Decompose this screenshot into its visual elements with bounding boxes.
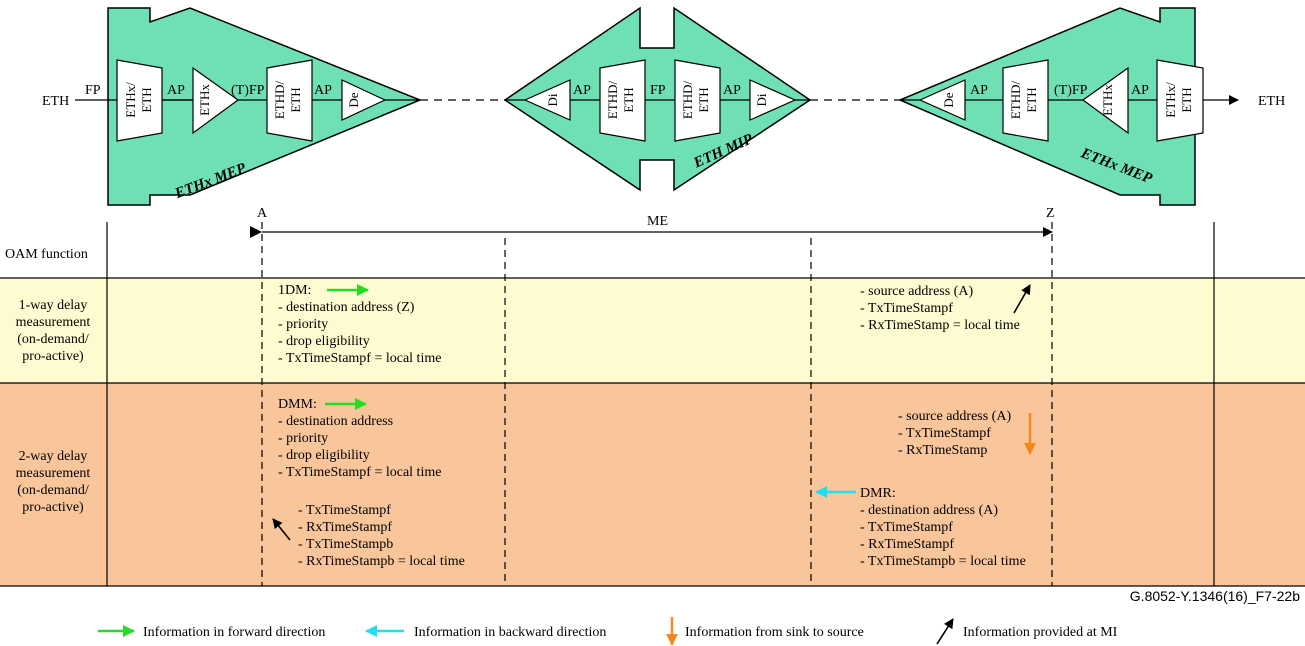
ap-label: AP xyxy=(167,83,185,98)
oam-function-header: OAM function xyxy=(5,247,88,262)
dmr-line: - destination address (A) xyxy=(860,503,998,518)
ap-label: AP xyxy=(1131,83,1149,98)
ethd-eth-adaptation-block-left xyxy=(266,59,313,142)
fp-mip-label: FP xyxy=(650,83,666,98)
dmr-sink-line: - TxTimeStampb xyxy=(298,537,393,552)
block-label: ETH xyxy=(621,87,636,112)
ethx-eth-adaptation-block-left xyxy=(116,59,163,142)
dmm-sink-line: - source address (A) xyxy=(898,409,1011,424)
mi-arrow-icon xyxy=(272,518,291,541)
block-label: ETHD/ xyxy=(272,80,287,119)
block-label: De xyxy=(346,92,361,107)
ethd-eth-block-mip-right xyxy=(674,59,721,142)
block-label: ETHx/ xyxy=(1163,82,1178,118)
dmr-title: DMR: xyxy=(860,486,896,501)
block-label: ETH xyxy=(288,87,303,112)
ap-label: AP xyxy=(573,83,591,98)
legend-mi-label: Information provided at MI xyxy=(963,625,1118,640)
dmm-title: DMM: xyxy=(278,397,317,412)
block-label: De xyxy=(941,92,956,107)
tfp-label: (T)FP xyxy=(1054,83,1088,98)
dmm-line: - drop eligibility xyxy=(278,448,370,463)
block-label: ETH xyxy=(1179,87,1194,112)
figure-reference: G.8052-Y.1346(16)_F7-22b xyxy=(1130,588,1300,604)
1dm-sink-line: - source address (A) xyxy=(860,284,973,299)
ethd-eth-adaptation-block-right xyxy=(1002,59,1049,142)
me-label: ME xyxy=(647,214,668,229)
row-2way-label-line: measurement xyxy=(16,466,91,481)
ap-label: AP xyxy=(970,83,988,98)
dmm-line: - priority xyxy=(278,431,328,446)
block-label: ETHD/ xyxy=(680,80,695,119)
dmr-sink-line: - RxTimeStampb = local time xyxy=(298,554,465,569)
eth-right-label: ETH xyxy=(1258,94,1285,109)
1dm-line: - drop eligibility xyxy=(278,334,370,349)
block-label: Di xyxy=(545,93,560,106)
row-2way-label-line: 2-way delay xyxy=(19,449,88,464)
dmm-line: - destination address xyxy=(278,414,393,429)
di-block-mip-right xyxy=(749,79,797,121)
legend-backward-label: Information in backward direction xyxy=(414,625,606,640)
ethd-eth-block-mip-left xyxy=(599,59,646,142)
row-1way-label-line: measurement xyxy=(16,315,91,330)
row-2way-label-line: (on-demand/ xyxy=(17,483,89,498)
1dm-sink-line: - RxTimeStamp = local time xyxy=(860,318,1020,333)
row-1way-label-line: (on-demand/ xyxy=(17,332,89,347)
1dm-line: - TxTimeStampf = local time xyxy=(278,351,441,366)
mi-arrow-icon xyxy=(1013,284,1031,314)
de-block-left xyxy=(341,79,387,121)
tfp-label: (T)FP xyxy=(231,83,265,98)
block-label: Di xyxy=(754,93,769,106)
block-label: ETH xyxy=(696,87,711,112)
row-2way-label-line: pro-active) xyxy=(22,500,84,515)
dmr-line: - RxTimeStampf xyxy=(860,537,954,552)
block-label: ETH xyxy=(139,87,154,112)
row-1way-label-line: 1-way delay xyxy=(19,298,88,313)
row-2way-background xyxy=(0,383,1305,586)
legend-mi-arrow-icon xyxy=(936,618,954,645)
block-label: ETHD/ xyxy=(605,80,620,119)
dmm-sink-line: - RxTimeStamp xyxy=(898,443,987,458)
dmr-line: - TxTimeStampf xyxy=(860,520,953,535)
block-label: ETHx xyxy=(197,84,212,116)
row-1way-background xyxy=(0,278,1305,383)
ethx-termination-block-right xyxy=(1081,66,1129,135)
fp-left-label: FP xyxy=(85,83,101,98)
legend-forward-label: Information in forward direction xyxy=(143,625,325,640)
block-label: ETH xyxy=(1024,87,1039,112)
di-block-mip-left xyxy=(523,79,571,121)
1dm-title: 1DM: xyxy=(278,283,311,298)
eth-left-label: ETH xyxy=(42,94,69,109)
dmr-sink-line: - RxTimeStampf xyxy=(298,520,392,535)
ap-label: AP xyxy=(314,83,332,98)
block-label: ETHx/ xyxy=(123,82,138,118)
1dm-line: - priority xyxy=(278,317,328,332)
1dm-line: - destination address (Z) xyxy=(278,300,415,315)
dmr-sink-line: - TxTimeStampf xyxy=(298,503,391,518)
point-a-label: A xyxy=(257,206,268,221)
left-mep-shape xyxy=(107,7,422,206)
dmr-line: - TxTimeStampb = local time xyxy=(860,554,1026,569)
block-label: ETHD/ xyxy=(1008,80,1023,119)
block-label: ETHx xyxy=(1100,84,1115,116)
row-1way-label-line: pro-active) xyxy=(22,349,84,364)
ap-label: AP xyxy=(723,83,741,98)
dmm-sink-line: - TxTimeStampf xyxy=(898,426,991,441)
legend-sink-label: Information from sink to source xyxy=(685,625,864,640)
point-z-label: Z xyxy=(1046,206,1055,221)
1dm-sink-line: - TxTimeStampf xyxy=(860,301,953,316)
ethx-eth-adaptation-block-right xyxy=(1156,59,1204,142)
de-block-right xyxy=(918,79,966,121)
dmm-line: - TxTimeStampf = local time xyxy=(278,465,441,480)
